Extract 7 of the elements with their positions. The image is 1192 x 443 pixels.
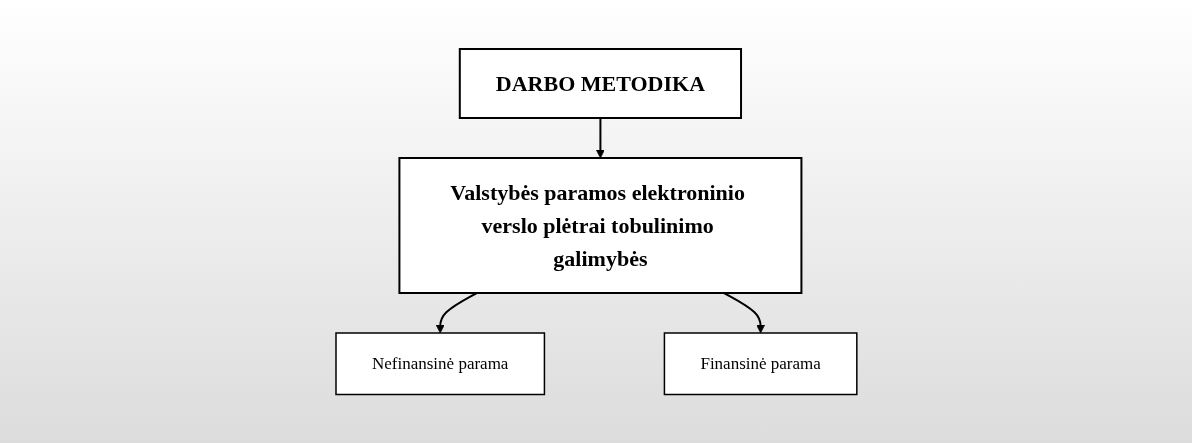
node-box: Nefinansinė parama — [334, 332, 545, 395]
node-box: DARBO METODIKA — [458, 47, 742, 119]
node-box: Valstybės paramos elektroninio verslo plėtrai tobulinimo galimybės — [398, 156, 802, 294]
arrow — [722, 291, 765, 334]
node-box: Finansinė parama — [663, 332, 858, 395]
arrow — [435, 291, 478, 334]
arrow — [595, 116, 605, 159]
